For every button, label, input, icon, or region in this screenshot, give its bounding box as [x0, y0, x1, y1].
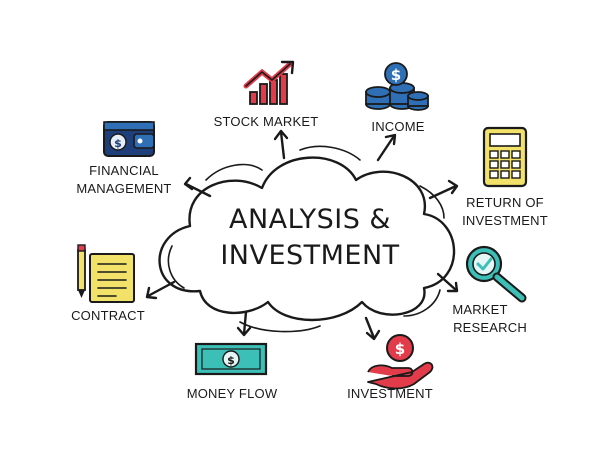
label-financial-line2: MANAGEMENT [76, 181, 171, 196]
document-pencil-icon [77, 244, 135, 303]
label-income: INCOME [371, 119, 424, 134]
label-money-flow: MONEY FLOW [187, 386, 278, 401]
connector-arrows [145, 129, 459, 341]
label-return-line1: RETURN OF [466, 195, 544, 210]
banknote-icon: $ [194, 342, 268, 376]
svg-text:$: $ [227, 354, 235, 367]
label-market-line2: RESEARCH [453, 320, 527, 335]
arrow-money-flow [236, 310, 252, 337]
rising-chart-icon [243, 60, 295, 105]
arrow-investment [364, 316, 381, 341]
center-title-line1: ANALYSIS & [229, 204, 391, 235]
arrow-return [428, 179, 459, 200]
label-market-line1: MARKET [452, 302, 507, 317]
label-contract: CONTRACT [71, 308, 145, 323]
calculator-icon [482, 126, 528, 188]
label-investment: INVESTMENT [347, 386, 433, 401]
magnifier-check-icon [465, 245, 527, 303]
svg-text:$: $ [391, 66, 401, 84]
arrow-financial [183, 176, 212, 198]
central-cloud: ANALYSIS & INVESTMENT [158, 145, 456, 333]
label-stock-market: STOCK MARKET [214, 114, 319, 129]
svg-text:$: $ [114, 137, 122, 150]
svg-text:$: $ [395, 340, 405, 358]
arrow-stock-market [273, 129, 289, 160]
hand-coin-icon: $ [367, 334, 434, 390]
label-return-line2: INVESTMENT [462, 213, 548, 228]
wallet-icon: $ [103, 121, 155, 157]
arrow-market-research [436, 272, 459, 293]
label-financial-line1: FINANCIAL [89, 163, 159, 178]
arrow-contract [145, 280, 176, 300]
coin-stack-icon: $ [365, 62, 429, 111]
arrow-income [376, 133, 397, 162]
center-title-line2: INVESTMENT [220, 240, 399, 271]
